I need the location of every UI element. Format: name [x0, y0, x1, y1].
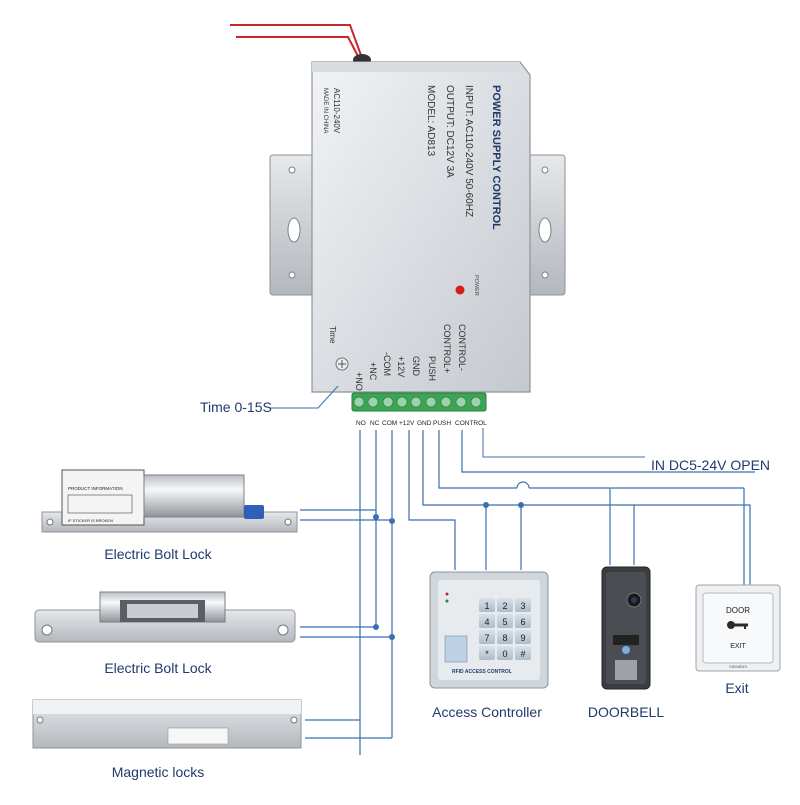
key-1: 1 [484, 601, 489, 611]
key-3: 3 [520, 601, 525, 611]
label-doorbell: DOORBELL [587, 704, 665, 720]
psu-model: MODEL: AD813 [425, 85, 436, 157]
label-magnetic-locks: Magnetic locks [111, 764, 205, 780]
label-electric-bolt-lock-2: Electric Bolt Lock [104, 660, 212, 676]
terminal-label-control-minus: CONTROL- [457, 324, 467, 371]
bolt-sticker-text: IF STICKER IS BROKEN [68, 518, 113, 523]
power-supply-unit: POWER SUPPLY CONTROL INPUT: AC110-240V 5… [269, 61, 566, 427]
callout-lines [270, 385, 645, 458]
psu-title: POWER SUPPLY CONTROL [490, 85, 502, 230]
key-star: * [485, 649, 489, 659]
terminal-label-nc: +NC [368, 362, 378, 381]
access-controller: RFID ACCESS CONTROL 1 2 3 4 5 6 7 8 9 * … [429, 571, 549, 689]
terminal-label-control-plus: CONTROL+ [442, 324, 452, 373]
power-led [455, 285, 465, 295]
key-9: 9 [520, 633, 525, 643]
psu-made-in: MADE IN CHINA [322, 88, 328, 133]
rfid-panel-label: RFID ACCESS CONTROL [452, 669, 512, 675]
power-input-wires [230, 24, 371, 66]
terminal-code-push: PUSH [433, 420, 451, 427]
psu-input-spec: INPUT: AC110-240V 50-60HZ [463, 85, 474, 217]
key-8: 8 [502, 633, 507, 643]
key-7: 7 [484, 633, 489, 643]
keypad: 1 2 3 4 5 6 7 8 9 * 0 # [479, 598, 531, 660]
key-4: 4 [484, 617, 489, 627]
key-2: 2 [502, 601, 507, 611]
doorbell-unit [601, 566, 651, 690]
terminal-code-control: CONTROL [455, 420, 487, 427]
electric-bolt-lock-1: PRODUCT INFORMATION IF STICKER IS BROKEN [41, 469, 298, 533]
terminal-label-push: PUSH [427, 356, 437, 381]
time-range-callout: Time 0-15S [200, 399, 272, 415]
psu-output-spec: OUTPUT: DC12V 3A [444, 85, 455, 178]
wire-junctions [373, 502, 524, 640]
terminal-label-com: -COM [382, 352, 392, 376]
exit-brand-text: SIEMENS [729, 664, 747, 669]
psu-side-spec: AC110-240V [332, 88, 341, 134]
key-6: 6 [520, 617, 525, 627]
terminal-label-no: +NO [354, 372, 364, 391]
key-hash: # [520, 649, 525, 659]
key-icon [727, 621, 748, 629]
exit-door-text: DOOR [726, 606, 750, 615]
wiring [300, 430, 755, 755]
label-exit: Exit [725, 680, 749, 696]
exit-exit-text: EXIT [730, 643, 746, 650]
terminal-code-12v: +12V [399, 420, 415, 427]
label-electric-bolt-lock-1: Electric Bolt Lock [104, 546, 212, 562]
magnetic-lock [32, 699, 302, 749]
key-0: 0 [502, 649, 507, 659]
terminal-code-nc: NC [370, 420, 380, 427]
bolt-product-info: PRODUCT INFORMATION [68, 486, 123, 491]
terminal-code-no: NO [356, 420, 366, 427]
terminal-code-com: COM [382, 420, 397, 427]
label-access-controller: Access Controller [432, 704, 542, 720]
power-led-label: POWER [473, 275, 479, 296]
terminal-label-12v: +12V [396, 356, 406, 377]
terminal-code-gnd: GND [417, 420, 432, 427]
control-input-callout: IN DC5-24V OPEN [651, 457, 771, 473]
key-5: 5 [502, 617, 507, 627]
terminal-label-gnd: GND [411, 356, 421, 377]
exit-button: DOOR EXIT SIEMENS [695, 584, 781, 672]
electric-bolt-lock-2 [34, 591, 296, 643]
time-pot-label: Time [328, 326, 337, 344]
